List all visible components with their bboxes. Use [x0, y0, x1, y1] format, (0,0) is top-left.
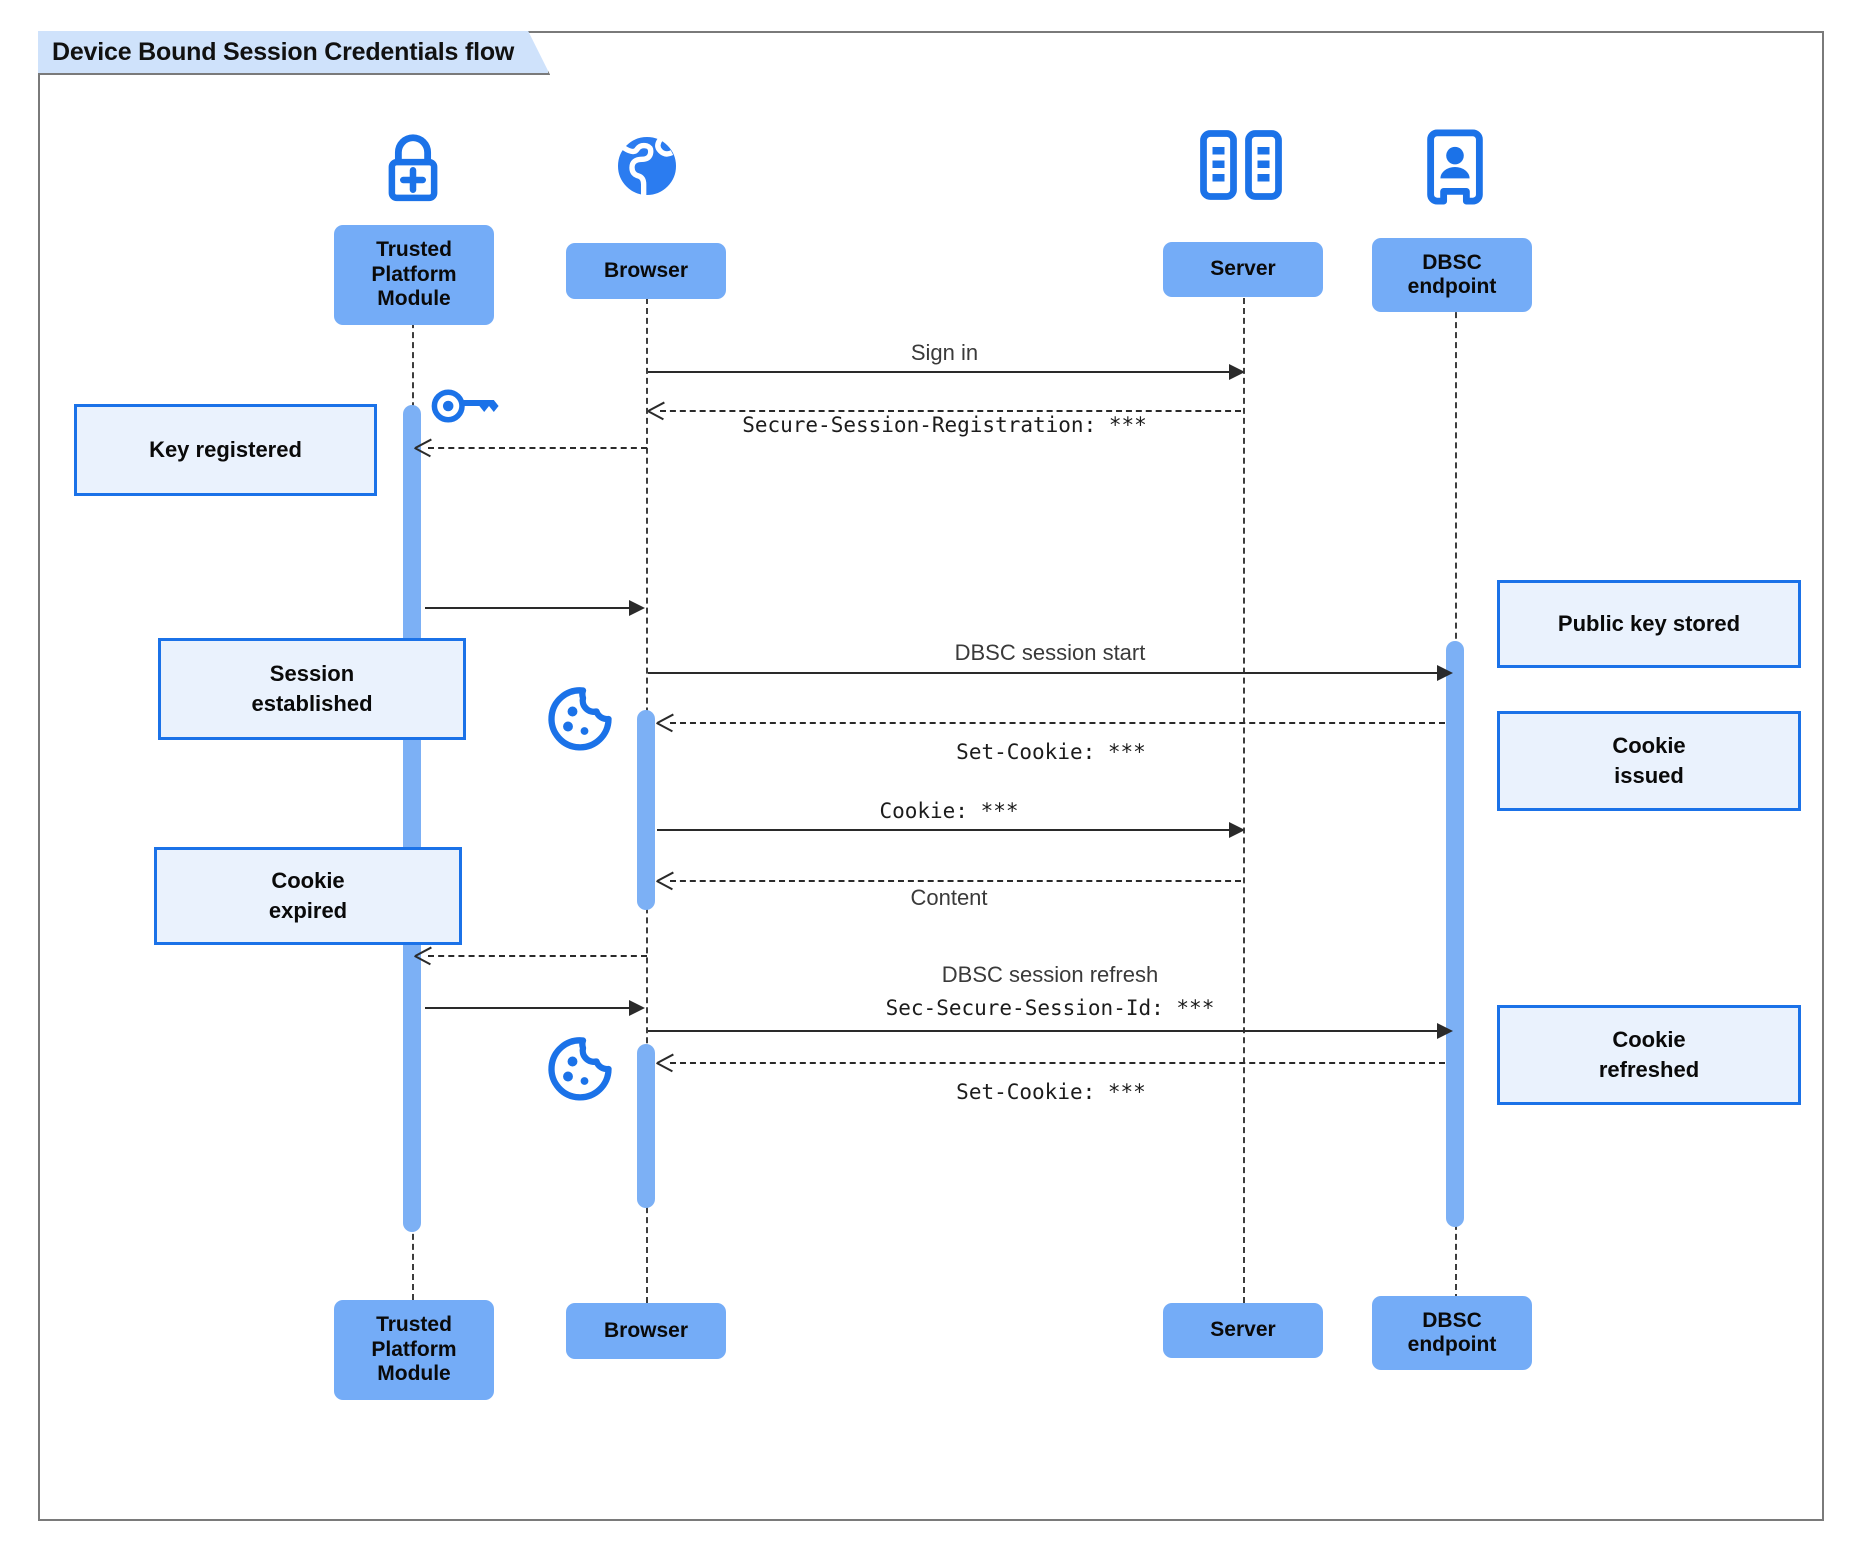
message-line-expired-to-tpm: [428, 955, 647, 957]
message-line-set-cookie-2: [670, 1062, 1445, 1064]
participant-browser-top[interactable]: Browser: [566, 243, 726, 299]
arrow-head-cookie-request: [1229, 822, 1245, 838]
message-line-dbsc-session-start: [648, 672, 1443, 674]
note-text: Cookie issued: [1612, 733, 1686, 788]
participant-server-bottom[interactable]: Server: [1163, 1303, 1323, 1358]
cookie-icon: [544, 1033, 616, 1105]
note-text: Cookie expired: [268, 868, 348, 923]
arrow-head-dbsc-session-refresh: [1437, 1023, 1453, 1039]
participant-label: Trusted Platform Module: [371, 238, 457, 311]
message-label-secure-session-registration: Secure-Session-Registration: ***: [742, 413, 1147, 437]
message-label-cookie-request: Cookie: ***: [879, 799, 1019, 823]
id-badge-icon: [1422, 128, 1488, 206]
note-text: Key registered: [149, 437, 302, 463]
participant-dbsc-bottom[interactable]: DBSC endpoint: [1372, 1296, 1532, 1370]
cookie-icon: [544, 683, 616, 755]
activation-bar-browser-1: [637, 710, 655, 910]
note-public-key-stored: Public key stored: [1497, 580, 1801, 668]
activation-bar-tpm: [403, 405, 421, 1232]
lifeline-server: [1243, 248, 1245, 1303]
participant-tpm-top[interactable]: Trusted Platform Module: [334, 225, 494, 325]
arrow-head-key-to-browser: [629, 600, 645, 616]
note-cookie-refreshed: Cookie refreshed: [1497, 1005, 1801, 1105]
server-rack-icon: [1199, 129, 1283, 201]
participant-dbsc-top[interactable]: DBSC endpoint: [1372, 238, 1532, 312]
message-line-content: [670, 880, 1241, 882]
participant-tpm-bottom[interactable]: Trusted Platform Module: [334, 1300, 494, 1400]
note-text: Public key stored: [1557, 611, 1741, 637]
note-cookie-expired: Cookie expired: [154, 847, 462, 945]
participant-label: Trusted Platform Module: [371, 1313, 457, 1386]
message-label-dbsc-session-refresh: DBSC session refresh: [941, 962, 1159, 987]
message-label-set-cookie-2: Set-Cookie: ***: [956, 1080, 1146, 1104]
note-cookie-issued: Cookie issued: [1497, 711, 1801, 811]
message-line-tpm-to-browser-2: [425, 1007, 633, 1009]
arrow-head-tpm-to-browser-2: [629, 1000, 645, 1016]
note-text: Cookie refreshed: [1598, 1027, 1700, 1082]
activation-bar-browser-2: [637, 1044, 655, 1208]
participant-label: DBSC endpoint: [1407, 1308, 1497, 1356]
participant-label: Browser: [603, 258, 689, 282]
message-label-sec-secure-session-id: Sec-Secure-Session-Id: ***: [885, 996, 1215, 1020]
activation-bar-dbsc: [1446, 641, 1464, 1227]
diagram-title: Device Bound Session Credentials flow: [52, 37, 515, 66]
message-line-set-cookie-1: [670, 722, 1445, 724]
participant-server-top[interactable]: Server: [1163, 242, 1323, 297]
globe-icon: [607, 126, 687, 206]
message-label-content: Content: [910, 885, 988, 910]
note-text: Session established: [251, 661, 373, 716]
message-line-dbsc-session-refresh: [648, 1030, 1443, 1032]
message-line-sign-in: [648, 371, 1233, 373]
message-line-reg-to-tpm: [428, 447, 647, 449]
padlock-plus-icon: [374, 128, 452, 206]
arrow-head-sign-in: [1229, 364, 1245, 380]
note-session-established: Session established: [158, 638, 466, 740]
message-line-cookie-request: [657, 829, 1233, 831]
note-key-registered: Key registered: [74, 404, 377, 496]
participant-browser-bottom[interactable]: Browser: [566, 1303, 726, 1359]
participant-label: Browser: [603, 1318, 689, 1342]
participant-label: DBSC endpoint: [1407, 250, 1497, 298]
arrow-head-dbsc-session-start: [1437, 665, 1453, 681]
message-line-secure-session-registration: [660, 410, 1241, 412]
message-label-dbsc-session-start: DBSC session start: [954, 640, 1146, 665]
message-line-key-to-browser: [425, 607, 633, 609]
participant-label: Server: [1210, 257, 1276, 281]
message-label-sign-in: Sign in: [910, 340, 979, 365]
participant-label: Server: [1210, 1318, 1276, 1342]
message-label-set-cookie-1: Set-Cookie: ***: [956, 740, 1146, 764]
key-icon: [429, 382, 501, 430]
frame-title-tab: Device Bound Session Credentials flow: [38, 31, 550, 75]
